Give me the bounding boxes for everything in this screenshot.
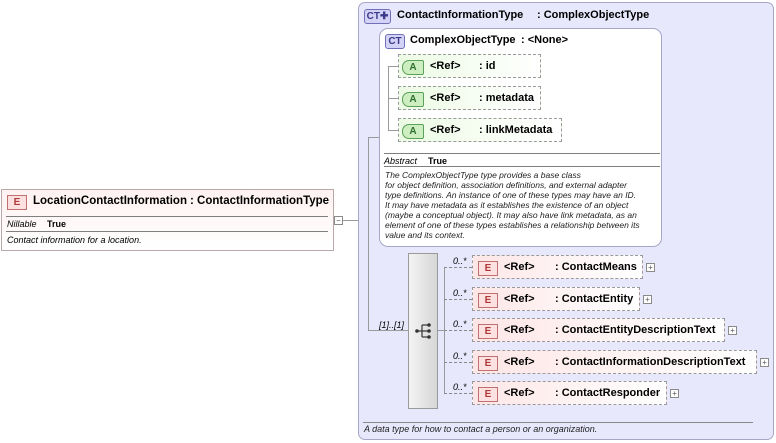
complex-type-name: ContactInformationType xyxy=(397,9,524,21)
child-occurrence: 0..* xyxy=(453,351,467,361)
attribute-metadata[interactable]: A <Ref> : metadata xyxy=(398,86,541,110)
collapse-toggle[interactable]: − xyxy=(334,216,343,225)
child-ref: <Ref> xyxy=(504,261,535,273)
abstract-value: True xyxy=(428,156,448,166)
child-occurrence: 0..* xyxy=(453,382,467,392)
base-type-description: The ComplexObjectType type provides a ba… xyxy=(385,170,640,240)
child-name: : ContactEntityDescriptionText xyxy=(555,324,716,336)
root-element-description: Contact information for a location. xyxy=(7,235,142,245)
child-occurrence: 0..* xyxy=(453,256,467,266)
element-icon: E xyxy=(478,293,498,308)
expand-toggle[interactable]: + xyxy=(643,295,652,304)
child-occurrence: 0..* xyxy=(453,319,467,329)
nillable-value: True xyxy=(47,219,67,229)
child-name: : ContactEntity xyxy=(555,293,634,305)
sequence-icon xyxy=(415,323,431,339)
root-element-type: : ContactInformationType xyxy=(190,195,330,207)
root-element-name: LocationContactInformation xyxy=(33,195,187,207)
child-occurrence: 0..* xyxy=(453,288,467,298)
attribute-linkmetadata[interactable]: A <Ref> : linkMetadata xyxy=(398,118,562,142)
attribute-name: : metadata xyxy=(479,92,535,104)
attribute-icon: A xyxy=(402,92,424,107)
connector-line xyxy=(343,220,359,221)
attribute-icon: A xyxy=(402,124,424,139)
connector-line xyxy=(388,66,398,67)
connector-line xyxy=(444,267,472,268)
attribute-ref: <Ref> xyxy=(430,124,461,136)
element-icon: E xyxy=(478,324,498,339)
root-element-box[interactable]: E LocationContactInformation : ContactIn… xyxy=(1,189,334,251)
child-name: : ContactMeans xyxy=(555,261,637,273)
nillable-label: Nillable xyxy=(7,219,37,229)
abstract-label: Abstract xyxy=(384,156,418,166)
child-element-contactinformationdescriptiontext[interactable]: E <Ref> : ContactInformationDescriptionT… xyxy=(472,350,757,374)
sequence-compositor[interactable] xyxy=(408,253,438,409)
divider xyxy=(384,166,660,167)
connector-line xyxy=(368,137,369,330)
connector-line xyxy=(444,330,472,331)
child-ref: <Ref> xyxy=(504,324,535,336)
complex-type-badge-icon: CT✚ xyxy=(364,9,391,24)
expand-toggle[interactable]: + xyxy=(728,326,737,335)
complex-type-description: A data type for how to contact a person … xyxy=(364,424,598,434)
sequence-occurrence: [1]..[1] xyxy=(379,320,405,330)
connector-line xyxy=(444,393,472,394)
connector-line xyxy=(388,130,398,131)
divider xyxy=(6,231,328,232)
child-ref: <Ref> xyxy=(504,293,535,305)
child-name: : ContactResponder xyxy=(555,387,661,399)
connector-line xyxy=(438,330,444,331)
complex-type-base: : ComplexObjectType xyxy=(537,9,650,21)
child-ref: <Ref> xyxy=(504,356,535,368)
child-name: : ContactInformationDescriptionText xyxy=(555,356,746,368)
connector-line xyxy=(444,299,472,300)
element-icon: E xyxy=(7,195,27,210)
element-icon: E xyxy=(478,387,498,402)
divider xyxy=(363,422,753,423)
expand-toggle[interactable]: + xyxy=(646,263,655,272)
attribute-id[interactable]: A <Ref> : id xyxy=(398,54,541,78)
connector-line xyxy=(388,98,398,99)
child-element-contactentitydescriptiontext[interactable]: E <Ref> : ContactEntityDescriptionText xyxy=(472,318,725,342)
base-type-name: ComplexObjectType xyxy=(410,34,516,46)
connector-line xyxy=(444,362,472,363)
attribute-name: : linkMetadata xyxy=(479,124,553,136)
expand-toggle[interactable]: + xyxy=(670,389,679,398)
connector-line xyxy=(368,137,380,138)
child-element-contactresponder[interactable]: E <Ref> : ContactResponder xyxy=(472,381,667,405)
child-element-contactentity[interactable]: E <Ref> : ContactEntity xyxy=(472,287,640,311)
base-type-base: : <None> xyxy=(521,34,569,46)
attribute-name: : id xyxy=(479,60,496,72)
attribute-icon: A xyxy=(402,60,424,75)
child-element-contactmeans[interactable]: E <Ref> : ContactMeans xyxy=(472,255,643,279)
divider xyxy=(6,216,328,217)
attribute-ref: <Ref> xyxy=(430,92,461,104)
attribute-ref: <Ref> xyxy=(430,60,461,72)
element-icon: E xyxy=(478,356,498,371)
base-type-badge-icon: CT xyxy=(385,34,405,49)
child-ref: <Ref> xyxy=(504,387,535,399)
element-icon: E xyxy=(478,261,498,276)
divider xyxy=(384,153,660,154)
expand-toggle[interactable]: + xyxy=(760,358,769,367)
connector-line xyxy=(368,330,408,331)
